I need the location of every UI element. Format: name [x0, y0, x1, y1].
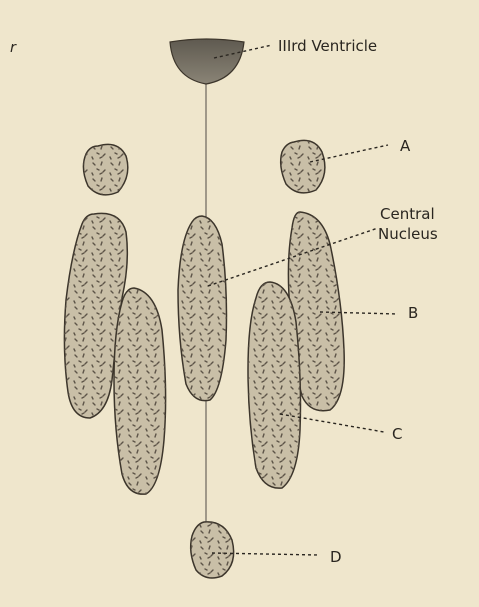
- label-d: D: [330, 548, 342, 566]
- label-a: A: [400, 137, 411, 155]
- label-central: Central: [380, 205, 435, 223]
- label-nucleus: Nucleus: [378, 225, 438, 243]
- nucleus-c-left: [114, 288, 166, 494]
- nucleus-d: [191, 522, 234, 578]
- label-b: B: [408, 304, 418, 322]
- central-nucleus: [178, 216, 227, 401]
- nucleus-a-left: [83, 144, 127, 195]
- nucleus-c-right: [248, 282, 301, 488]
- stray-mark: r: [10, 40, 17, 56]
- label-c: C: [392, 425, 402, 443]
- third-ventricle-shape: [170, 39, 244, 84]
- label-third-ventricle: IIIrd Ventricle: [278, 37, 377, 55]
- nucleus-a-right: [281, 140, 325, 193]
